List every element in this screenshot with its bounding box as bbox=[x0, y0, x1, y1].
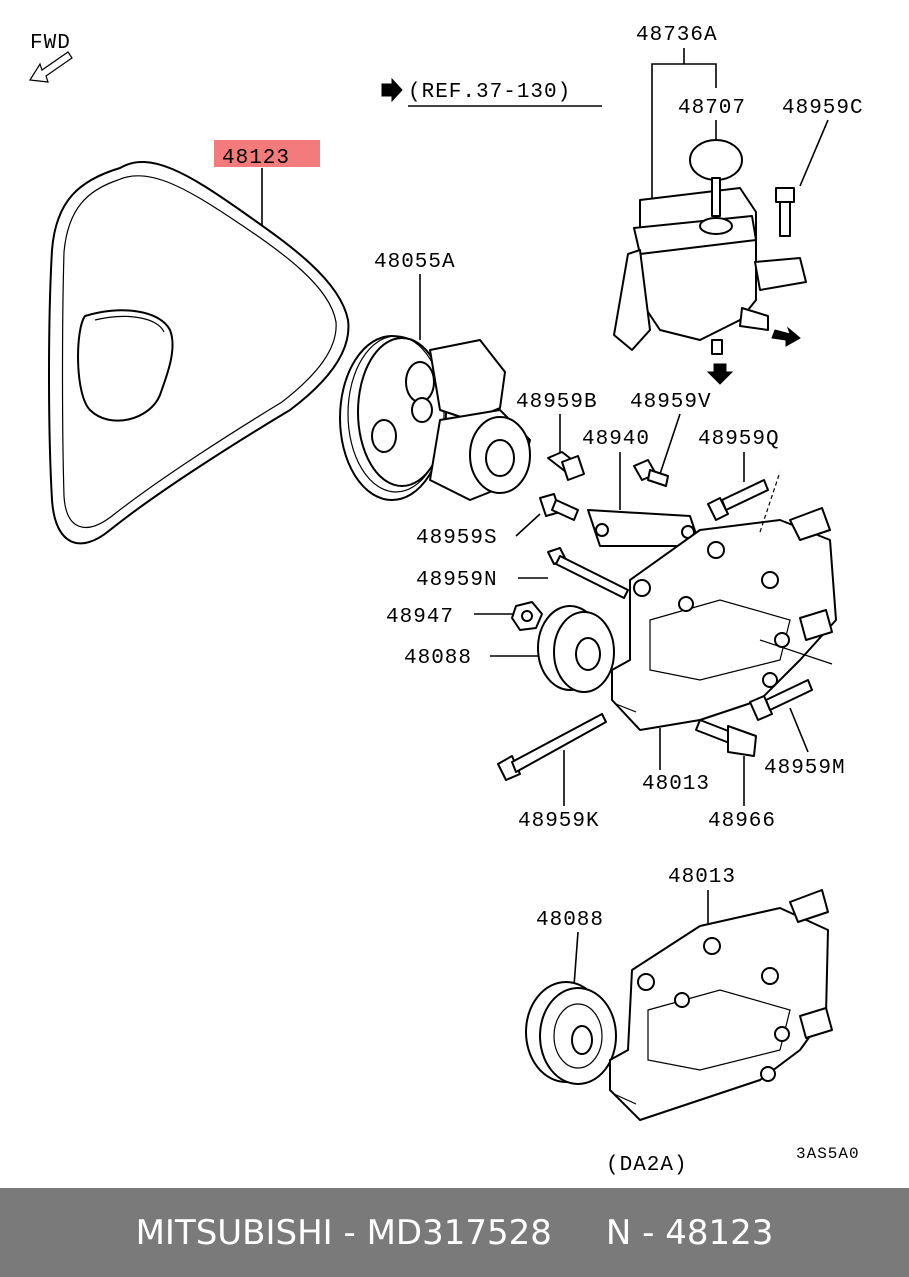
bolt-s-leader bbox=[515, 513, 541, 537]
stay-part bbox=[587, 509, 701, 547]
pulley-label: 48088 bbox=[404, 647, 472, 670]
diagram-code: 3AS5A0 bbox=[796, 1145, 860, 1163]
bolt-b-label: 48959B bbox=[516, 391, 598, 414]
bolt-q-part bbox=[707, 479, 769, 521]
bracket-part bbox=[611, 471, 837, 731]
part-caption: MITSUBISHI - MD317528 N - 48123 bbox=[135, 1212, 774, 1253]
cap-label: 48707 bbox=[678, 97, 746, 120]
bolt-c-part bbox=[775, 187, 795, 237]
bolt-966-label: 48966 bbox=[708, 810, 776, 833]
stay-label: 48940 bbox=[582, 428, 650, 451]
bolt-v-leader bbox=[659, 413, 681, 475]
diagram-drawing: FWD (REF.37-130) 48123 48736A 48707 4895… bbox=[28, 24, 864, 1177]
part-footer: MITSUBISHI - MD317528 N - 48123 bbox=[0, 1188, 909, 1277]
nut-part bbox=[511, 601, 543, 631]
bolt-s-part bbox=[539, 493, 579, 521]
pulley-part bbox=[537, 605, 615, 693]
cap-part bbox=[689, 139, 743, 235]
bolt-c-leader bbox=[799, 119, 829, 187]
bolt-k-part bbox=[497, 713, 607, 781]
bolt-v-part bbox=[633, 459, 669, 487]
pulley-2-part bbox=[525, 981, 617, 1085]
fwd-label: FWD bbox=[30, 32, 71, 55]
bolt-c-label: 48959C bbox=[782, 97, 864, 120]
bolt-s-label: 48959S bbox=[416, 527, 498, 550]
reservoir-assy-label: 48736A bbox=[636, 24, 718, 47]
pulley-2-label: 48088 bbox=[536, 909, 604, 932]
nut-label: 48947 bbox=[386, 606, 454, 629]
bracket-2-part bbox=[609, 889, 833, 1121]
reference-arrow-icon bbox=[381, 77, 403, 103]
variant-label: (DA2A) bbox=[606, 1154, 688, 1177]
bolt-m-label: 48959M bbox=[764, 757, 846, 780]
pump-label: 48055A bbox=[374, 251, 456, 274]
bolt-k-label: 48959K bbox=[518, 810, 600, 833]
bolt-q-label: 48959Q bbox=[698, 428, 780, 451]
bracket-2-label: 48013 bbox=[668, 866, 736, 889]
belt-label-highlight bbox=[214, 140, 320, 167]
bolt-m-leader bbox=[789, 707, 809, 753]
bolt-m-part bbox=[749, 679, 813, 721]
pump-part bbox=[339, 335, 531, 501]
reservoir-part bbox=[613, 187, 807, 385]
bracket-label: 48013 bbox=[642, 773, 710, 796]
bolt-b-part bbox=[547, 451, 585, 481]
parts-diagram: FWD (REF.37-130) 48123 48736A 48707 4895… bbox=[28, 24, 864, 1177]
reference-label: (REF.37-130) bbox=[408, 81, 571, 104]
bolt-v-label: 48959V bbox=[630, 391, 712, 414]
fwd-arrow-icon bbox=[28, 51, 73, 83]
bolt-n-part bbox=[547, 547, 629, 599]
bolt-n-label: 48959N bbox=[416, 569, 498, 592]
belt-label: 48123 bbox=[222, 147, 290, 170]
bolt-966-part bbox=[695, 719, 757, 757]
pulley-2-leader bbox=[573, 931, 579, 987]
belt-part bbox=[48, 161, 350, 545]
